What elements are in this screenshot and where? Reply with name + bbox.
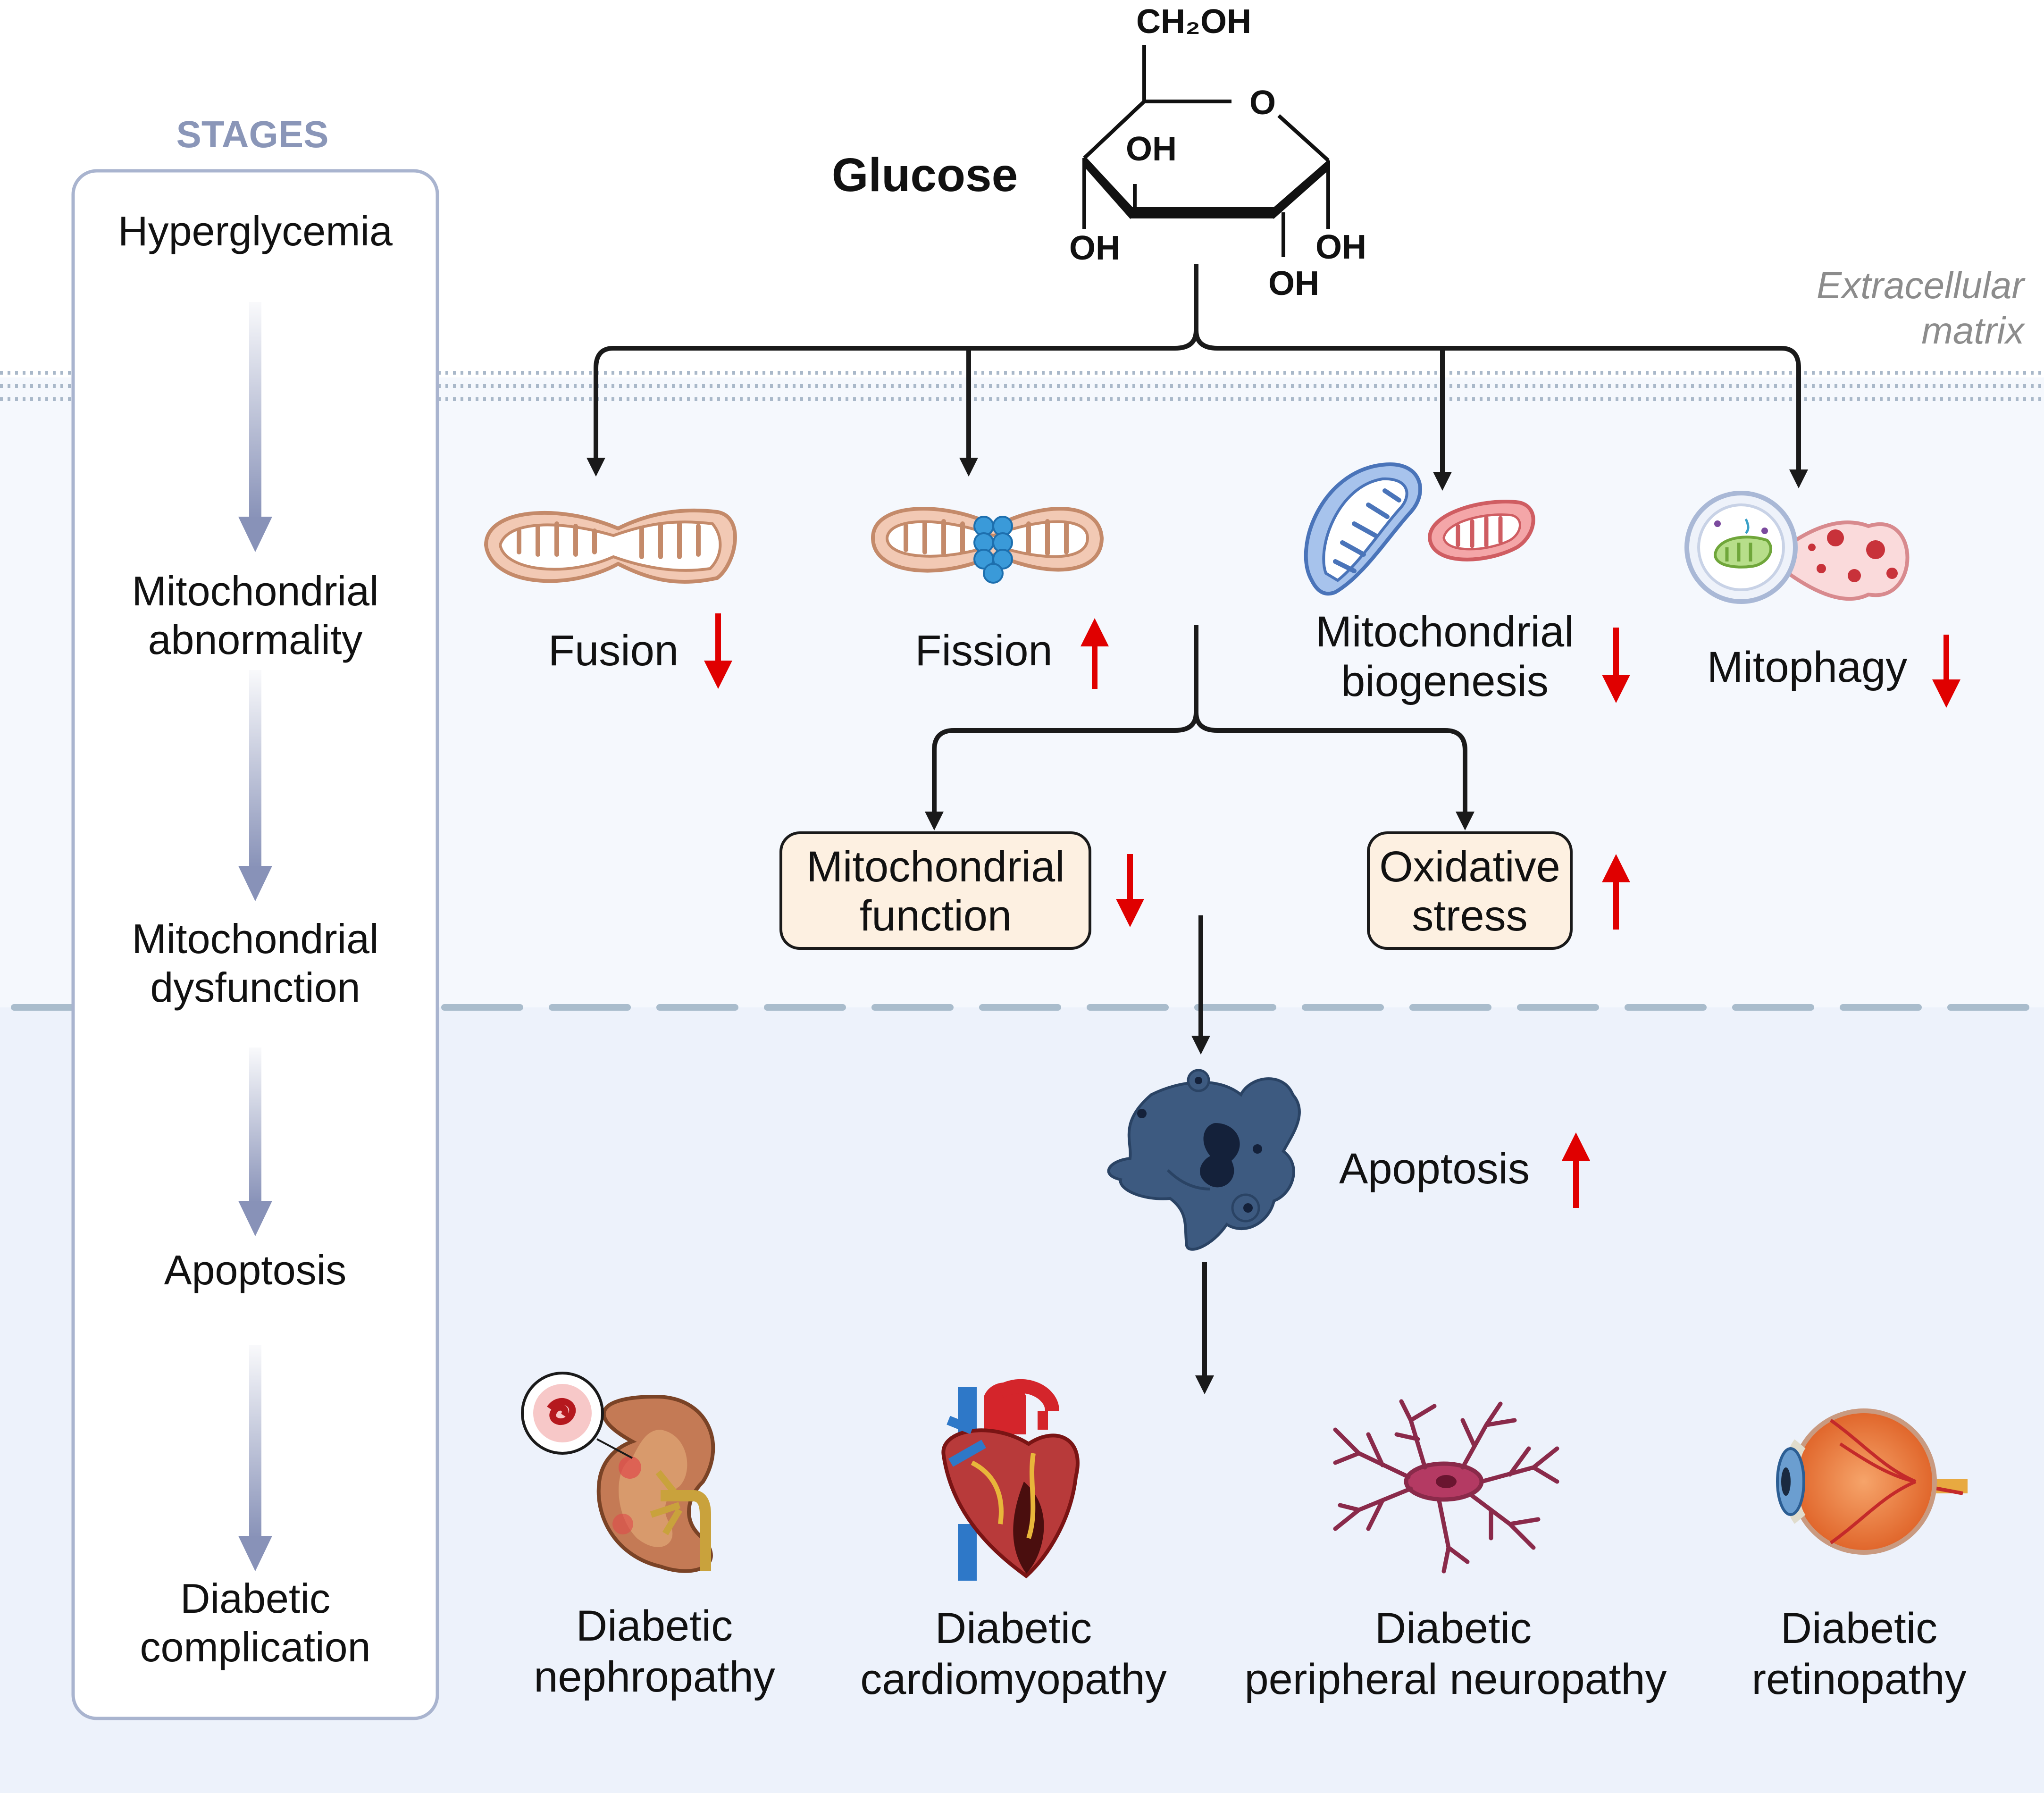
stage-hyperglycemia: Hyperglycemia [118, 208, 393, 254]
apoptosis-label: Apoptosis [1339, 1145, 1530, 1193]
glucose-oh: OH [1126, 130, 1177, 168]
glucose-branch-connector [586, 264, 1808, 491]
neuropathy-label: peripheral neuropathy [1244, 1655, 1667, 1703]
glucose-label: Glucose [832, 149, 1018, 201]
stage-arrow [238, 1345, 272, 1571]
glucose-oh: OH [1315, 228, 1366, 266]
biogenesis-label: Mitochondrial [1315, 608, 1574, 656]
stage-mitochondrial-abnormality: Mitochondrial abnormality [132, 568, 378, 663]
stage-label: complication [140, 1624, 370, 1670]
stage-apoptosis: Apoptosis [164, 1247, 346, 1293]
nephropathy-label: Diabetic [576, 1602, 733, 1650]
decrease-arrow-icon [704, 613, 732, 689]
decrease-arrow-icon [1116, 854, 1144, 927]
stage-mitochondrial-dysfunction: Mitochondrial dysfunction [132, 915, 378, 1011]
mitochondrial-function-label: function [860, 892, 1012, 940]
stage-label: abnormality [148, 616, 363, 663]
apoptotic-cell-icon [1107, 1069, 1301, 1251]
stage-label: Mitochondrial [132, 915, 378, 962]
stages-panel [71, 169, 439, 1720]
fission-label: Fission [915, 627, 1052, 675]
increase-arrow-icon [1562, 1132, 1590, 1208]
stage-diabetic-complication: Diabetic complication [140, 1575, 370, 1670]
mitochondrial-function-label: Mitochondrial [806, 843, 1064, 891]
glucose-structure [1082, 45, 1330, 257]
retinopathy-label: Diabetic [1781, 1604, 1937, 1652]
nephropathy-label: nephropathy [534, 1653, 775, 1701]
stages-heading: STAGES [176, 113, 328, 155]
stage-arrow [238, 1047, 272, 1236]
cardiomyopathy-label: Diabetic [935, 1604, 1092, 1652]
extracellular-label: matrix [1921, 310, 2026, 352]
glucose-ring-oxygen: O [1249, 84, 1276, 122]
stage-label: Apoptosis [164, 1247, 346, 1293]
oxidative-stress-label: stress [1412, 892, 1527, 940]
stage-label: dysfunction [150, 964, 360, 1011]
mitophagy-icon [1684, 491, 1910, 604]
neuropathy-label: Diabetic [1375, 1604, 1532, 1652]
eye-icon [1776, 1408, 1968, 1555]
outcome-branch-connector [925, 625, 1474, 830]
mitochondrial-function-box: Mitochondrial function [779, 831, 1091, 950]
extracellular-label: Extracellular [1817, 264, 2026, 306]
fission-mitochondria-icon [871, 507, 1104, 584]
biogenesis-mitochondria-icon [1304, 462, 1535, 596]
neuron-icon [1333, 1399, 1559, 1574]
stage-label: Mitochondrial [132, 568, 378, 614]
kidney-icon [521, 1372, 715, 1573]
fusion-mitochondria-icon [484, 508, 737, 584]
decrease-arrow-icon [1932, 635, 1960, 708]
biogenesis-label: biogenesis [1341, 657, 1549, 705]
stage-label: Diabetic [180, 1575, 330, 1622]
stage-label: Hyperglycemia [118, 208, 393, 254]
fusion-label: Fusion [548, 627, 679, 675]
increase-arrow-icon [1081, 618, 1109, 689]
glucose-oh: OH [1069, 229, 1120, 267]
retinopathy-label: retinopathy [1751, 1655, 1966, 1703]
heart-icon [941, 1379, 1080, 1581]
oxidative-stress-label: Oxidative [1379, 843, 1560, 891]
stage-arrow [238, 302, 272, 552]
increase-arrow-icon [1602, 854, 1630, 930]
mitophagy-label: Mitophagy [1707, 643, 1907, 691]
cardiomyopathy-label: cardiomyopathy [860, 1655, 1166, 1703]
oxidative-stress-box: Oxidative stress [1367, 831, 1573, 950]
stage-arrow [238, 670, 272, 901]
glucose-ch2oh: CH₂OH [1136, 3, 1251, 41]
decrease-arrow-icon [1602, 628, 1630, 703]
glucose-oh: OH [1268, 265, 1319, 302]
